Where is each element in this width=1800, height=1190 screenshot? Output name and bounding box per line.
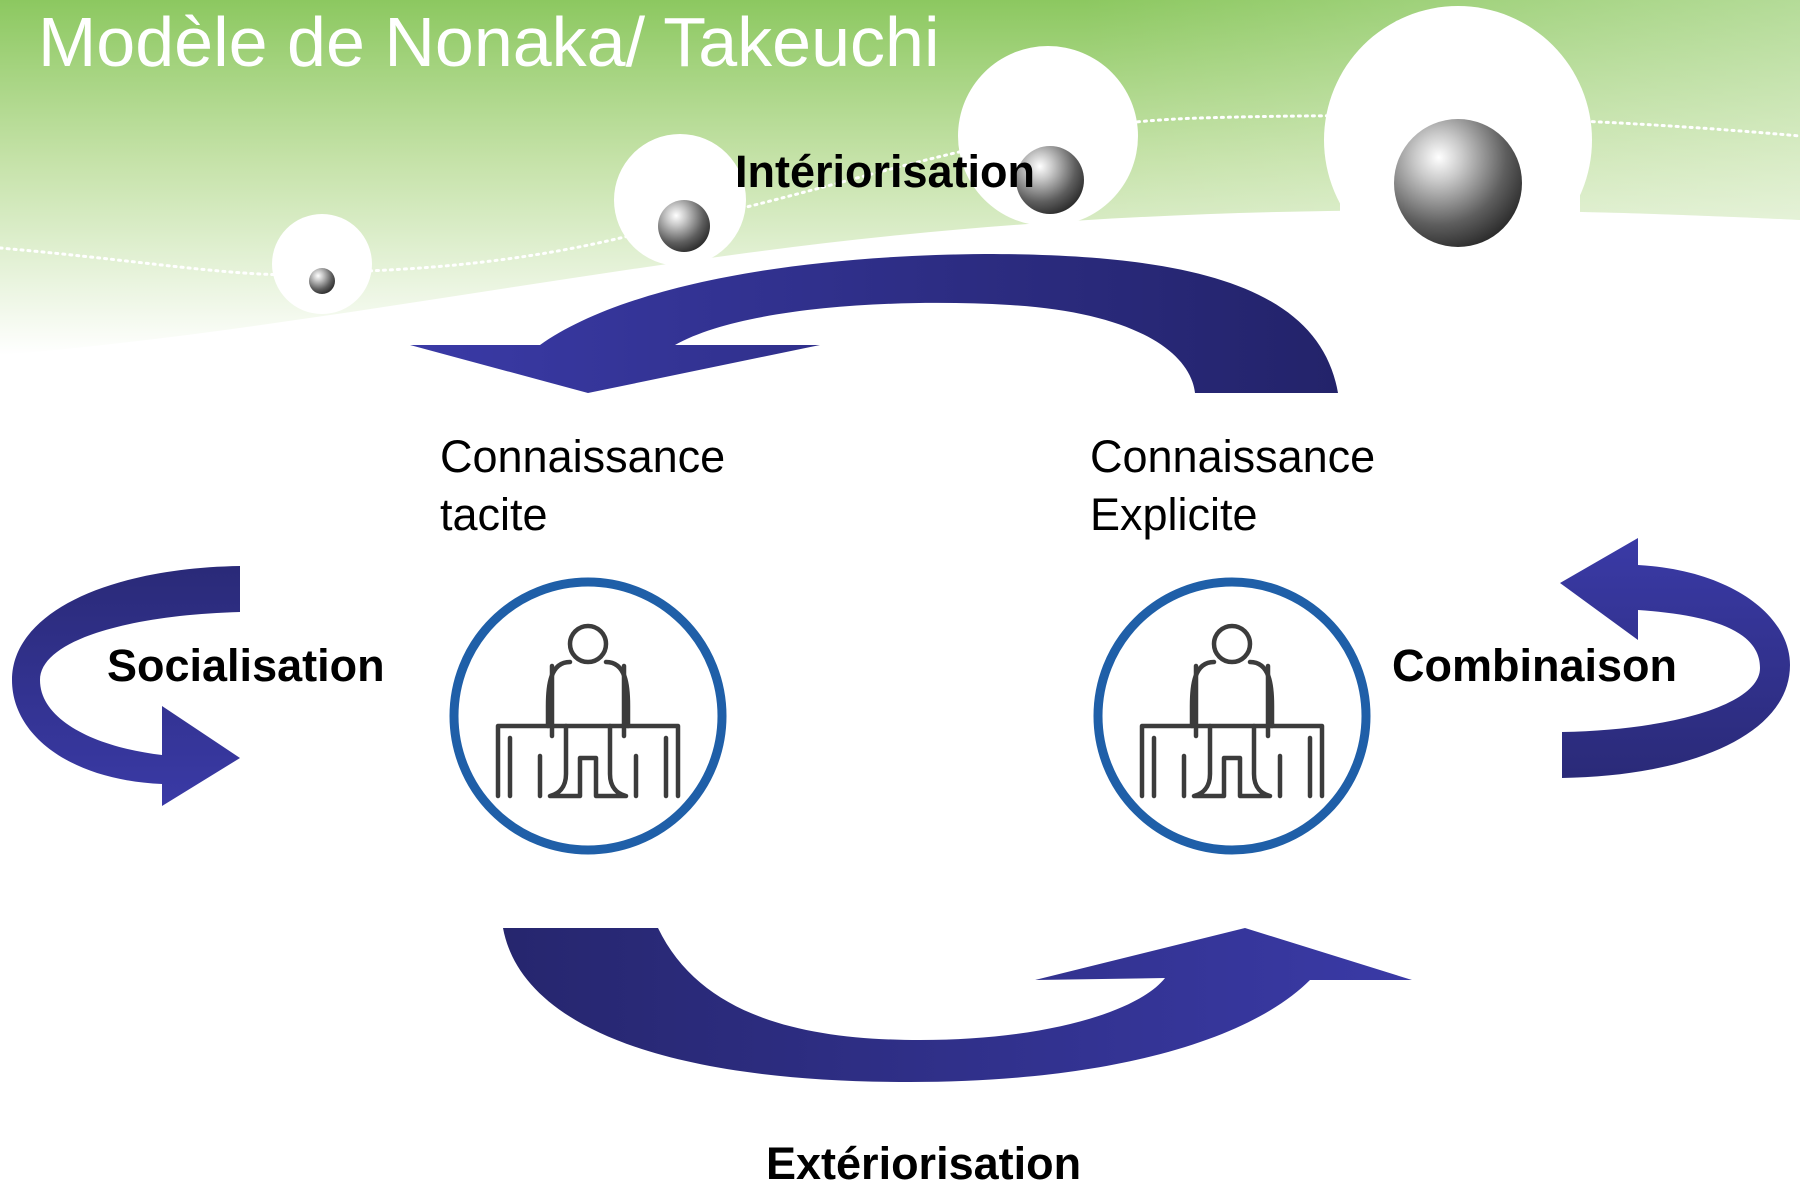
interiorisation-arrow bbox=[410, 254, 1338, 393]
tacit-label-line2: tacite bbox=[440, 489, 548, 540]
tacit-label-line1: Connaissance bbox=[440, 431, 726, 482]
interiorisation-label: Intériorisation bbox=[735, 146, 1036, 197]
person-at-desk-icon bbox=[1139, 623, 1325, 799]
exteriorisation-label: Extériorisation bbox=[766, 1138, 1082, 1189]
sphere-icon bbox=[1394, 119, 1522, 247]
sphere-icon bbox=[309, 268, 335, 294]
explicit-knowledge-node bbox=[1093, 577, 1371, 855]
explicit-label-line2: Explicite bbox=[1090, 489, 1258, 540]
node-ring bbox=[449, 577, 727, 855]
person-at-desk-icon bbox=[495, 623, 681, 799]
sphere-icon bbox=[658, 200, 710, 252]
explicit-label-line1: Connaissance bbox=[1090, 431, 1376, 482]
tacit-knowledge-label: Connaissance tacite bbox=[440, 428, 725, 544]
node-ring bbox=[1093, 577, 1371, 855]
exteriorisation-arrow bbox=[503, 928, 1412, 1082]
halo-circle bbox=[272, 214, 372, 314]
halo-circle bbox=[958, 46, 1138, 226]
page-title: Modèle de Nonaka/ Takeuchi bbox=[38, 3, 940, 81]
socialisation-label: Socialisation bbox=[107, 640, 385, 691]
halo-circle bbox=[614, 134, 746, 266]
combinaison-label: Combinaison bbox=[1392, 640, 1678, 691]
combinaison-arrow bbox=[1560, 538, 1790, 778]
sphere-icon bbox=[1016, 146, 1084, 214]
explicit-knowledge-label: Connaissance Explicite bbox=[1090, 428, 1375, 544]
socialisation-arrow bbox=[12, 566, 240, 806]
tacit-knowledge-node bbox=[449, 577, 727, 855]
